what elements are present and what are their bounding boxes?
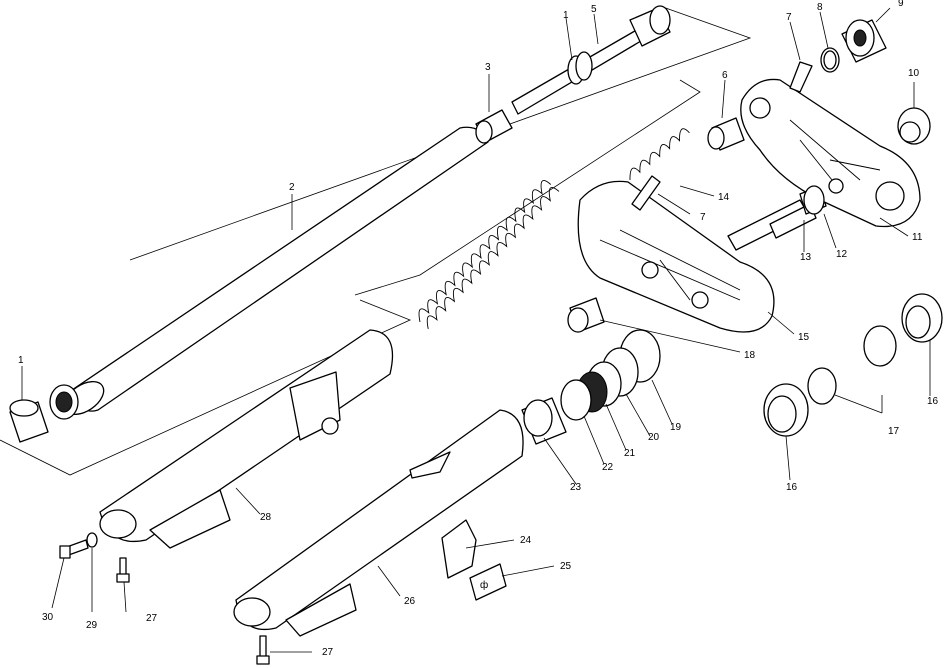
decal-part-24 xyxy=(441,519,477,579)
bushing-part-1-lower xyxy=(9,399,49,443)
callout-30: 30 xyxy=(42,612,54,623)
cap-part-9 xyxy=(841,19,887,63)
callout-20: 20 xyxy=(648,432,660,443)
fork-slider-part-26 xyxy=(233,409,524,637)
fork-spring-part-14 xyxy=(418,128,690,330)
bearing-part-17-lower xyxy=(807,367,837,405)
fork-slider-part-28 xyxy=(99,329,394,549)
callout-16-lower: 16 xyxy=(786,482,798,493)
callout-28: 28 xyxy=(260,512,272,523)
callout-23: 23 xyxy=(570,482,582,493)
callout-17: 17 xyxy=(888,426,900,437)
callout-12: 12 xyxy=(836,249,848,260)
callout-27-lower: 27 xyxy=(322,647,334,658)
upper-triple-clamp-part-11 xyxy=(740,78,921,228)
callout-13: 13 xyxy=(800,252,812,263)
callout-7-lower: 7 xyxy=(700,212,706,223)
cap-part-3 xyxy=(475,109,513,144)
callout-7-upper: 7 xyxy=(786,12,792,23)
callout-5: 5 xyxy=(591,4,597,15)
callout-21: 21 xyxy=(624,448,636,459)
screw-part-27-lower xyxy=(256,635,270,665)
bolt-part-7 xyxy=(631,61,813,211)
svg-text:ф: ф xyxy=(480,579,488,591)
callout-1-upper: 1 xyxy=(563,10,569,21)
callout-22: 22 xyxy=(602,462,614,473)
assembly-guide-lines xyxy=(0,5,883,476)
callout-10: 10 xyxy=(908,68,920,79)
bolt-part-30 xyxy=(59,539,89,559)
callout-6: 6 xyxy=(722,70,728,81)
damper-rod-part-5 xyxy=(511,5,671,115)
callout-3: 3 xyxy=(485,62,491,73)
nut-part-12 xyxy=(803,185,825,215)
washer-part-29 xyxy=(86,532,98,548)
o-ring-part-8 xyxy=(820,47,840,73)
callout-25: 25 xyxy=(560,561,572,572)
screw-part-27-upper xyxy=(116,557,130,583)
nut-part-10 xyxy=(897,107,931,145)
callout-14: 14 xyxy=(718,192,730,203)
callout-26: 26 xyxy=(404,596,416,607)
callout-11: 11 xyxy=(912,232,923,243)
decal-part-25: ф xyxy=(469,563,507,601)
sleeve-part-6 xyxy=(707,117,745,151)
callout-24: 24 xyxy=(520,535,532,546)
bearing-race-part-16-upper xyxy=(901,293,943,343)
bearing-race-part-16-lower xyxy=(763,383,809,437)
callout-16-upper: 16 xyxy=(927,396,939,407)
callout-2: 2 xyxy=(289,182,295,193)
callout-19: 19 xyxy=(670,422,682,433)
bushing-part-18 xyxy=(567,297,605,333)
leader-lines xyxy=(21,7,931,653)
lower-triple-clamp-part-15 xyxy=(577,180,775,333)
callout-1-lower: 1 xyxy=(18,355,24,366)
callout-27-upper: 27 xyxy=(146,613,158,624)
callout-labels: 1 1 2 3 5 6 7 7 8 9 10 11 12 13 14 15 16… xyxy=(18,0,939,658)
fork-tube-part-2 xyxy=(49,126,489,420)
bearing-part-17-upper xyxy=(863,325,897,367)
callout-15: 15 xyxy=(798,332,810,343)
callout-18: 18 xyxy=(744,350,756,361)
callout-8: 8 xyxy=(817,2,823,13)
seal-stack-parts-19-23 xyxy=(521,329,661,445)
callout-29: 29 xyxy=(86,620,98,631)
callout-9: 9 xyxy=(898,0,904,9)
